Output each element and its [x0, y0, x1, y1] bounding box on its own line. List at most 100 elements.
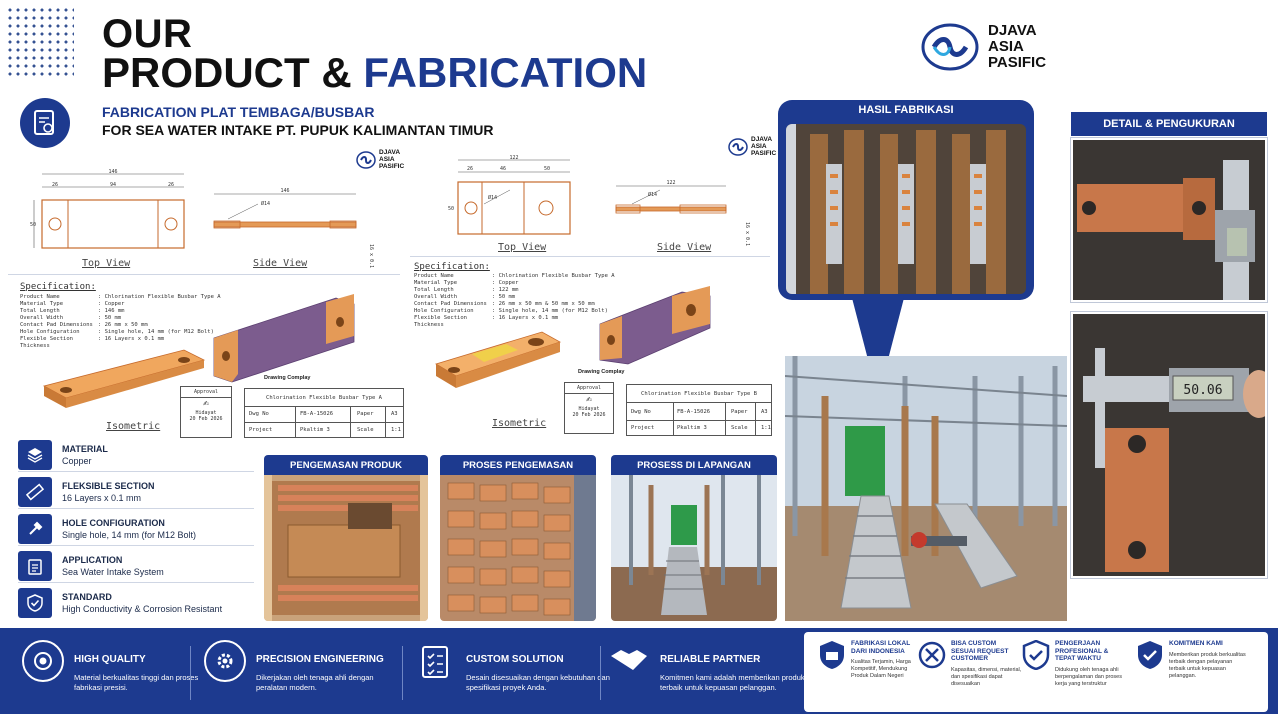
title-fabrication: FABRICATION	[363, 49, 648, 96]
panel-pengemasan-produk: PENGEMASAN PRODUK	[264, 455, 428, 621]
bottom-title: RELIABLE PARTNER	[660, 654, 761, 665]
badge-title: KOMITMEN KAMI	[1169, 640, 1223, 647]
brand-line3: PASIFIC	[988, 53, 1047, 71]
drawing-a-hole: Ø14	[261, 200, 270, 207]
drawing-a-top-view-label: Top View	[82, 258, 131, 269]
bottom-title: CUSTOM SOLUTION	[466, 654, 564, 665]
drawing-a-views: 146 26 94 26 50 146 Ø14 16 x 0.1	[30, 169, 374, 268]
feature-value: Copper	[62, 455, 92, 466]
subtitle-fabrication: FABRICATION PLAT TEMBAGA/BUSBAR	[102, 104, 375, 120]
panel-title: PENGEMASAN PRODUK	[264, 455, 428, 475]
panel-title: HASIL FABRIKASI	[858, 104, 954, 116]
table-value: Pkaltim 3	[300, 427, 330, 433]
spec-row: Hole Configuration: Single hole, 14 mm (…	[414, 308, 608, 314]
packaging-photo	[264, 475, 428, 621]
bottom-title: HIGH QUALITY	[74, 654, 146, 665]
panel-detail-pengukuran: DETAIL & PENGUKURAN	[1071, 112, 1267, 136]
drawing-b-side-view-label: Side View	[657, 242, 712, 253]
brand-sm-b-line1: DJAVA	[751, 136, 773, 143]
badge-desc: Didukung oleh tenaga ahli berpengalaman …	[1055, 666, 1122, 687]
brand-line2: ASIA	[988, 38, 1024, 56]
spec-row: Total Length: 122 mm	[414, 287, 519, 293]
approval-date: 20 Feb 2026	[572, 412, 606, 418]
drawing-b-hole: Ø14	[488, 194, 497, 201]
drawing-b-side-plate	[615, 206, 727, 212]
divider	[402, 646, 403, 700]
divider	[600, 646, 601, 700]
drawing-b-side-total: 122	[666, 180, 675, 186]
drawing-b-isometric	[435, 286, 711, 388]
badge-title: BISA CUSTOM SESUAI REQUEST CUSTOMER	[951, 640, 1009, 662]
table-label: Scale	[357, 427, 374, 433]
divider	[8, 274, 400, 275]
spec-row: Overall Width: 50 mm	[414, 294, 516, 300]
badge-title: PENGERJAAN PROFESIONAL & TEPAT WAKTU	[1055, 640, 1109, 662]
brand-sm-a-line3: PASIFIC	[379, 162, 405, 170]
feature-value: Single hole, 14 mm (for M12 Bolt)	[62, 529, 197, 540]
drawing-a-dim-mid: 94	[110, 182, 116, 188]
drawing-a-dim-pad-l: 26	[52, 182, 58, 188]
spec-row: Total Length: 146 mm	[20, 308, 125, 314]
drawing-b-isometric-label: Isometric	[492, 418, 547, 429]
caliper-photo-bottom: 50.06	[1071, 312, 1267, 578]
divider	[190, 646, 191, 700]
drawing-b-spec-list: Product Name: Chlorination Flexible Busb…	[414, 273, 615, 329]
divider	[410, 256, 770, 257]
drawing-b-side-hole: Ø14	[648, 191, 657, 198]
feature-title: APPLICATION	[62, 554, 123, 565]
brand-mark-icon	[921, 23, 979, 71]
drawing-a-side-view-label: Side View	[253, 258, 308, 269]
drawing-b-dim-mid: 46	[500, 166, 506, 172]
drawing-a-spec-list: Product Name: Chlorination Flexible Busb…	[20, 294, 221, 350]
drawing-a-dim-pad-r: 26	[168, 182, 174, 188]
table-value: A3	[391, 411, 398, 417]
table-label: Dwg No	[249, 411, 269, 417]
brand-sm-b-line3: PASIFIC	[751, 149, 777, 157]
title-product: PRODUCT &	[102, 49, 364, 96]
approval-date: 20 Feb 2026	[189, 416, 223, 422]
drawing-b-top-view-label: Top View	[498, 242, 547, 253]
document-icon	[20, 98, 70, 148]
table-label: Scale	[731, 425, 748, 431]
brand-sm-a-line1: DJAVA	[379, 149, 401, 156]
drawing-b-dim-total: 122	[509, 155, 518, 161]
table-label: Project	[249, 427, 273, 433]
field-process-photo	[611, 475, 777, 621]
drawing-a-top-plate	[41, 199, 185, 249]
spec-row: Contact Pad Dimensions: 26 mm x 50 mm & …	[414, 301, 595, 307]
drawing-b-dim-width: 50	[448, 206, 454, 212]
panel-title: PROSESS DI LAPANGAN	[611, 455, 777, 475]
table-title: Chlorination Flexible Busbar Type B	[627, 385, 771, 403]
bottom-desc: Komitmen kami adalah memberikan produk t…	[660, 673, 805, 692]
title-line2: PRODUCT & FABRICATION	[102, 52, 647, 94]
feature-value: 16 Layers x 0.1 mm	[62, 492, 142, 503]
drawing-b-title-table: Chlorination Flexible Busbar Type B Dwg …	[626, 384, 772, 436]
panel-hasil-fabrikasi: HASIL FABRIKASI	[778, 100, 1034, 300]
drawing-a-spec-heading: Specification:	[20, 282, 96, 292]
table-value: 1:1	[391, 427, 401, 433]
brand-sm-b-line2: ASIA	[751, 142, 767, 150]
bottom-title: PRECISION ENGINEERING	[256, 654, 384, 665]
brand-sm-a-line2: ASIA	[379, 155, 395, 163]
spec-row: Overall Width: 50 mm	[20, 315, 122, 321]
drawing-b-thick: 16 x 0.1	[744, 222, 750, 246]
handshake-icon	[608, 640, 650, 682]
spec-row: Material Type: Copper	[414, 280, 519, 286]
spec-row: Product Name: Chlorination Flexible Busb…	[414, 273, 615, 279]
medal-icon	[22, 640, 64, 682]
drawing-a-side-plate	[213, 221, 357, 228]
badge-desc: Kualitas Terjamin, Harga Kompetitif, Men…	[851, 659, 911, 679]
feature-title: MATERIAL	[62, 443, 108, 454]
table-value: A3	[761, 409, 768, 415]
drawing-b-dim-pad-r: 50	[544, 166, 550, 172]
drawing-a-dim-total: 146	[108, 169, 117, 175]
